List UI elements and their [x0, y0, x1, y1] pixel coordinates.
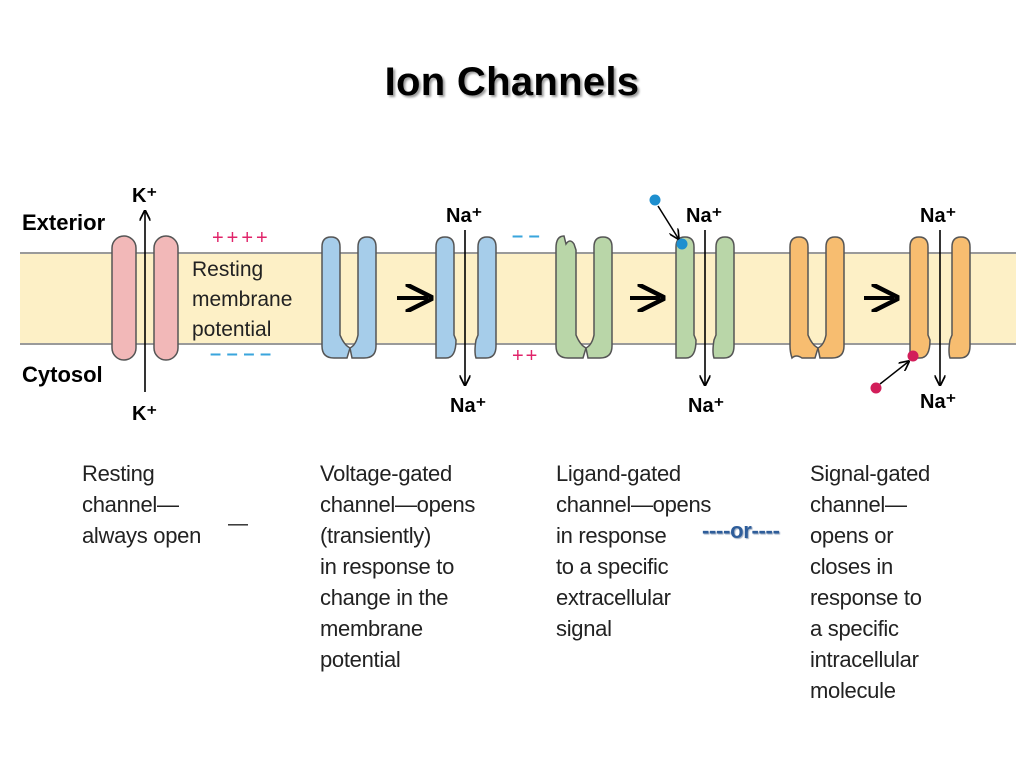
exterior-label: Exterior	[22, 210, 106, 235]
voltage-open-right-subunit	[474, 236, 497, 359]
signal-open-left-subunit	[909, 236, 931, 359]
resting-channel-right-subunit	[153, 235, 179, 361]
slide-title: Ion Channels	[384, 60, 640, 104]
resting-channel-caption: Resting channel— always open	[82, 461, 201, 548]
k-ion-top-label: K⁺	[132, 185, 157, 207]
voltage-closed-right-subunit	[349, 236, 377, 359]
voltage-open-left-subunit	[435, 236, 457, 359]
signal-molecule-free	[870, 382, 882, 394]
signal-closed-left-subunit	[789, 236, 819, 360]
voltage-gated-channel-open	[435, 236, 497, 359]
signal-closed-right-subunit	[817, 236, 845, 359]
na-signal-bottom-label: Na⁺	[920, 391, 956, 413]
ligand-gated-channel-open	[675, 236, 735, 359]
membrane-potential-label: Resting membrane potential	[192, 258, 298, 341]
membrane-band	[20, 253, 1016, 344]
signal-binding-arrow	[879, 362, 908, 385]
or-connector: ----or----	[702, 518, 780, 543]
ligand-closed-left-subunit	[555, 235, 587, 359]
na-ligand-top-label: Na⁺	[686, 205, 722, 227]
signal-gated-channel-open	[909, 236, 971, 359]
signal-molecule-bound	[907, 350, 919, 362]
cytosol-plus-charges: ++	[512, 345, 539, 367]
voltage-gated-caption: Voltage-gated channel—opens (transiently…	[320, 461, 476, 672]
voltage-closed-left-subunit	[321, 236, 351, 359]
na-ligand-bottom-label: Na⁺	[688, 395, 724, 417]
resting-channel	[111, 235, 179, 361]
membrane-potential-line-2: membrane	[192, 288, 292, 311]
signal-open-right-subunit	[948, 236, 971, 359]
ligand-binding-arrow	[657, 205, 678, 238]
na-voltage-bottom-label: Na⁺	[450, 395, 486, 417]
ligand-molecule-bound	[676, 238, 688, 250]
ligand-open-right-subunit	[712, 236, 735, 359]
signal-gated-caption: Signal-gated channel— opens or closes in…	[810, 461, 930, 703]
ligand-closed-right-subunit	[585, 236, 613, 359]
ligand-molecule-free	[649, 194, 661, 206]
ligand-gated-channel-closed	[555, 235, 613, 359]
exterior-minus-charges: – –	[512, 225, 540, 247]
k-ion-bottom-label: K⁺	[132, 403, 157, 425]
cytosol-minus-charges: – – – –	[210, 343, 271, 365]
caption-dash-mark: —	[228, 513, 248, 535]
membrane-potential-line-1: Resting	[192, 258, 263, 281]
voltage-gated-channel-closed	[321, 236, 377, 359]
cytosol-label: Cytosol	[22, 362, 103, 387]
signal-gated-channel-closed	[789, 236, 845, 360]
exterior-plus-charges: ++++	[212, 227, 271, 249]
na-signal-top-label: Na⁺	[920, 205, 956, 227]
ligand-gated-caption: Ligand-gated channel—opens in response t…	[556, 461, 712, 641]
resting-channel-left-subunit	[111, 235, 137, 361]
membrane-potential-line-3: potential	[192, 318, 271, 341]
ligand-open-left-subunit	[675, 236, 697, 359]
na-voltage-top-label: Na⁺	[446, 205, 482, 227]
